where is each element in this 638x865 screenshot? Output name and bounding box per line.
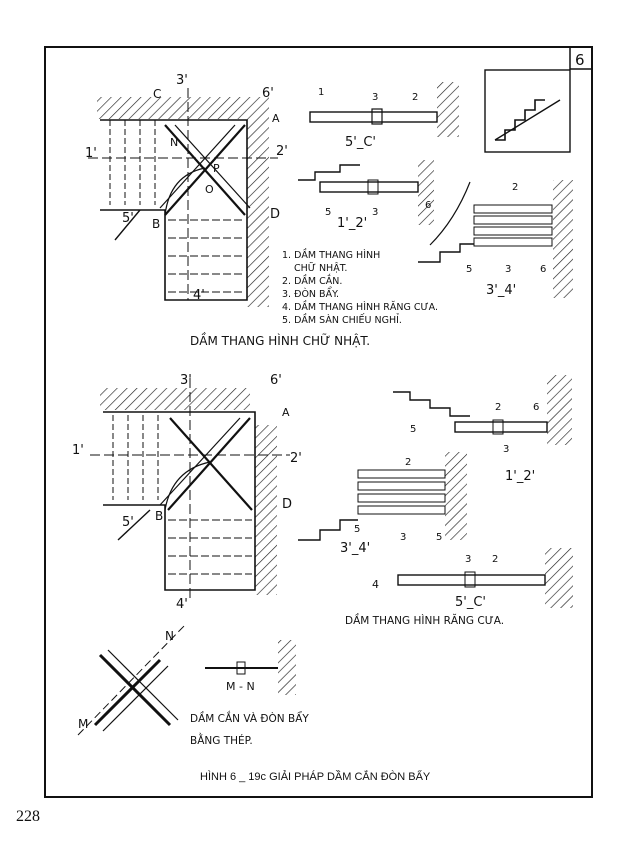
svg-text:4': 4' [176, 597, 188, 612]
svg-text:1: 1 [318, 87, 324, 98]
marker-n: N [170, 136, 178, 149]
bottom-caption-1: DẦM CẮN VÀ ĐÒN BẨY [190, 711, 309, 725]
marker-m-bottom: M [78, 717, 88, 731]
svg-text:6': 6' [270, 373, 282, 388]
marker-c: C [153, 87, 161, 101]
middle-section-12: 2 6 5 3 1'_2' [393, 375, 572, 484]
section-label-12: 1'_2' [337, 216, 367, 231]
svg-text:B: B [155, 509, 163, 523]
svg-text:D: D [282, 497, 292, 512]
marker-n-bottom: N [165, 629, 174, 643]
middle-caption: DẦM THANG HÌNH RĂNG CƯA. [345, 613, 504, 627]
svg-text:2: 2 [405, 457, 411, 468]
top-caption: DẦM THANG HÌNH CHỮ NHẬT. [190, 332, 370, 348]
figure-caption: HÌNH 6 _ 19c GIẢI PHÁP DẦM CẮN ĐÒN BẨY [200, 770, 431, 783]
marker-6p: 6' [262, 86, 274, 101]
middle-section-34: 2 5 3 5 3'_4' [298, 452, 467, 556]
svg-text:2: 2 [495, 402, 501, 413]
bottom-caption-2: BẰNG THÉP. [190, 733, 253, 747]
svg-text:3: 3 [505, 264, 511, 275]
svg-text:2: 2 [492, 554, 498, 565]
svg-text:3: 3 [465, 554, 471, 565]
svg-text:6: 6 [425, 200, 431, 211]
svg-text:6: 6 [540, 264, 546, 275]
marker-d: D [270, 207, 280, 222]
svg-text:3: 3 [503, 444, 509, 455]
svg-text:3'_4': 3'_4' [340, 541, 370, 556]
key-diagram [484, 69, 571, 153]
svg-text:A: A [282, 406, 290, 419]
svg-text:5: 5 [325, 207, 331, 218]
legend-item-1: 1. DẦM THANG HÌNH [282, 248, 380, 261]
top-legend: 1. DẦM THANG HÌNH CHỮ NHẬT. 2. DẦM CẮN. … [282, 248, 438, 326]
middle-section-5c: 3 2 4 5'_C' [372, 548, 573, 610]
svg-text:3: 3 [372, 207, 378, 218]
svg-text:4: 4 [372, 578, 379, 591]
top-wall-right [247, 97, 269, 307]
sheet-tag-box [569, 46, 593, 70]
bottom-steel-x: N M [77, 624, 186, 736]
marker-5p: 5' [122, 211, 134, 226]
top-wall-upper [97, 97, 247, 119]
section-label-5c: 5'_C' [345, 135, 376, 150]
legend-item-2: 2. DẦM CẮN. [282, 274, 342, 287]
svg-text:5: 5 [466, 264, 472, 275]
sheet-tag: 6 [575, 51, 585, 69]
svg-text:5: 5 [436, 532, 442, 543]
section-label-34: 3'_4' [486, 283, 516, 298]
top-section-12: 5 3 6 1'_2' [298, 160, 434, 231]
top-section-5c: 1 3 2 5'_C' [309, 82, 459, 150]
svg-text:6: 6 [533, 402, 539, 413]
marker-p: P [213, 162, 220, 175]
page-number: 228 [16, 808, 40, 825]
svg-text:2: 2 [412, 92, 418, 103]
svg-text:1'_2': 1'_2' [505, 469, 535, 484]
marker-a: A [272, 112, 280, 125]
marker-4p: 4' [193, 288, 205, 303]
marker-o: O [205, 183, 214, 196]
svg-text:1': 1' [72, 443, 84, 458]
svg-text:2: 2 [512, 182, 518, 193]
top-section-34: 2 5 3 6 3'_4' [418, 180, 573, 298]
middle-plan-markers: 3' 6' 1' A 2' D 5' B 4' [72, 373, 302, 612]
svg-text:3: 3 [372, 92, 378, 103]
legend-item-3: 3. ĐÒN BẨY. [282, 287, 339, 300]
svg-text:3: 3 [400, 532, 406, 543]
legend-item-5: 5. DẦM SÀN CHIẾU NGHỈ. [282, 313, 402, 326]
svg-text:3': 3' [180, 373, 192, 388]
marker-b: B [152, 217, 160, 231]
marker-1p: 1' [85, 146, 97, 161]
svg-text:5: 5 [354, 524, 360, 535]
svg-text:2': 2' [290, 451, 302, 466]
top-plan [88, 88, 278, 307]
middle-plan [90, 378, 290, 600]
svg-text:5'_C': 5'_C' [455, 595, 486, 610]
legend-item-4: 4. DẦM THANG HÌNH RĂNG CƯA. [282, 300, 438, 313]
svg-text:5': 5' [122, 515, 134, 530]
svg-text:5: 5 [410, 424, 416, 435]
top-plan-markers: 3' 6' C 1' 2' N O P D 5' B 4' A [85, 73, 288, 303]
marker-2p: 2' [276, 144, 288, 159]
legend-item-1b: CHỮ NHẬT. [294, 262, 347, 274]
marker-3p: 3' [176, 73, 188, 88]
sheet-border [44, 46, 593, 798]
bottom-section-mn: M - N [205, 640, 296, 695]
svg-text:M - N: M - N [226, 680, 255, 693]
